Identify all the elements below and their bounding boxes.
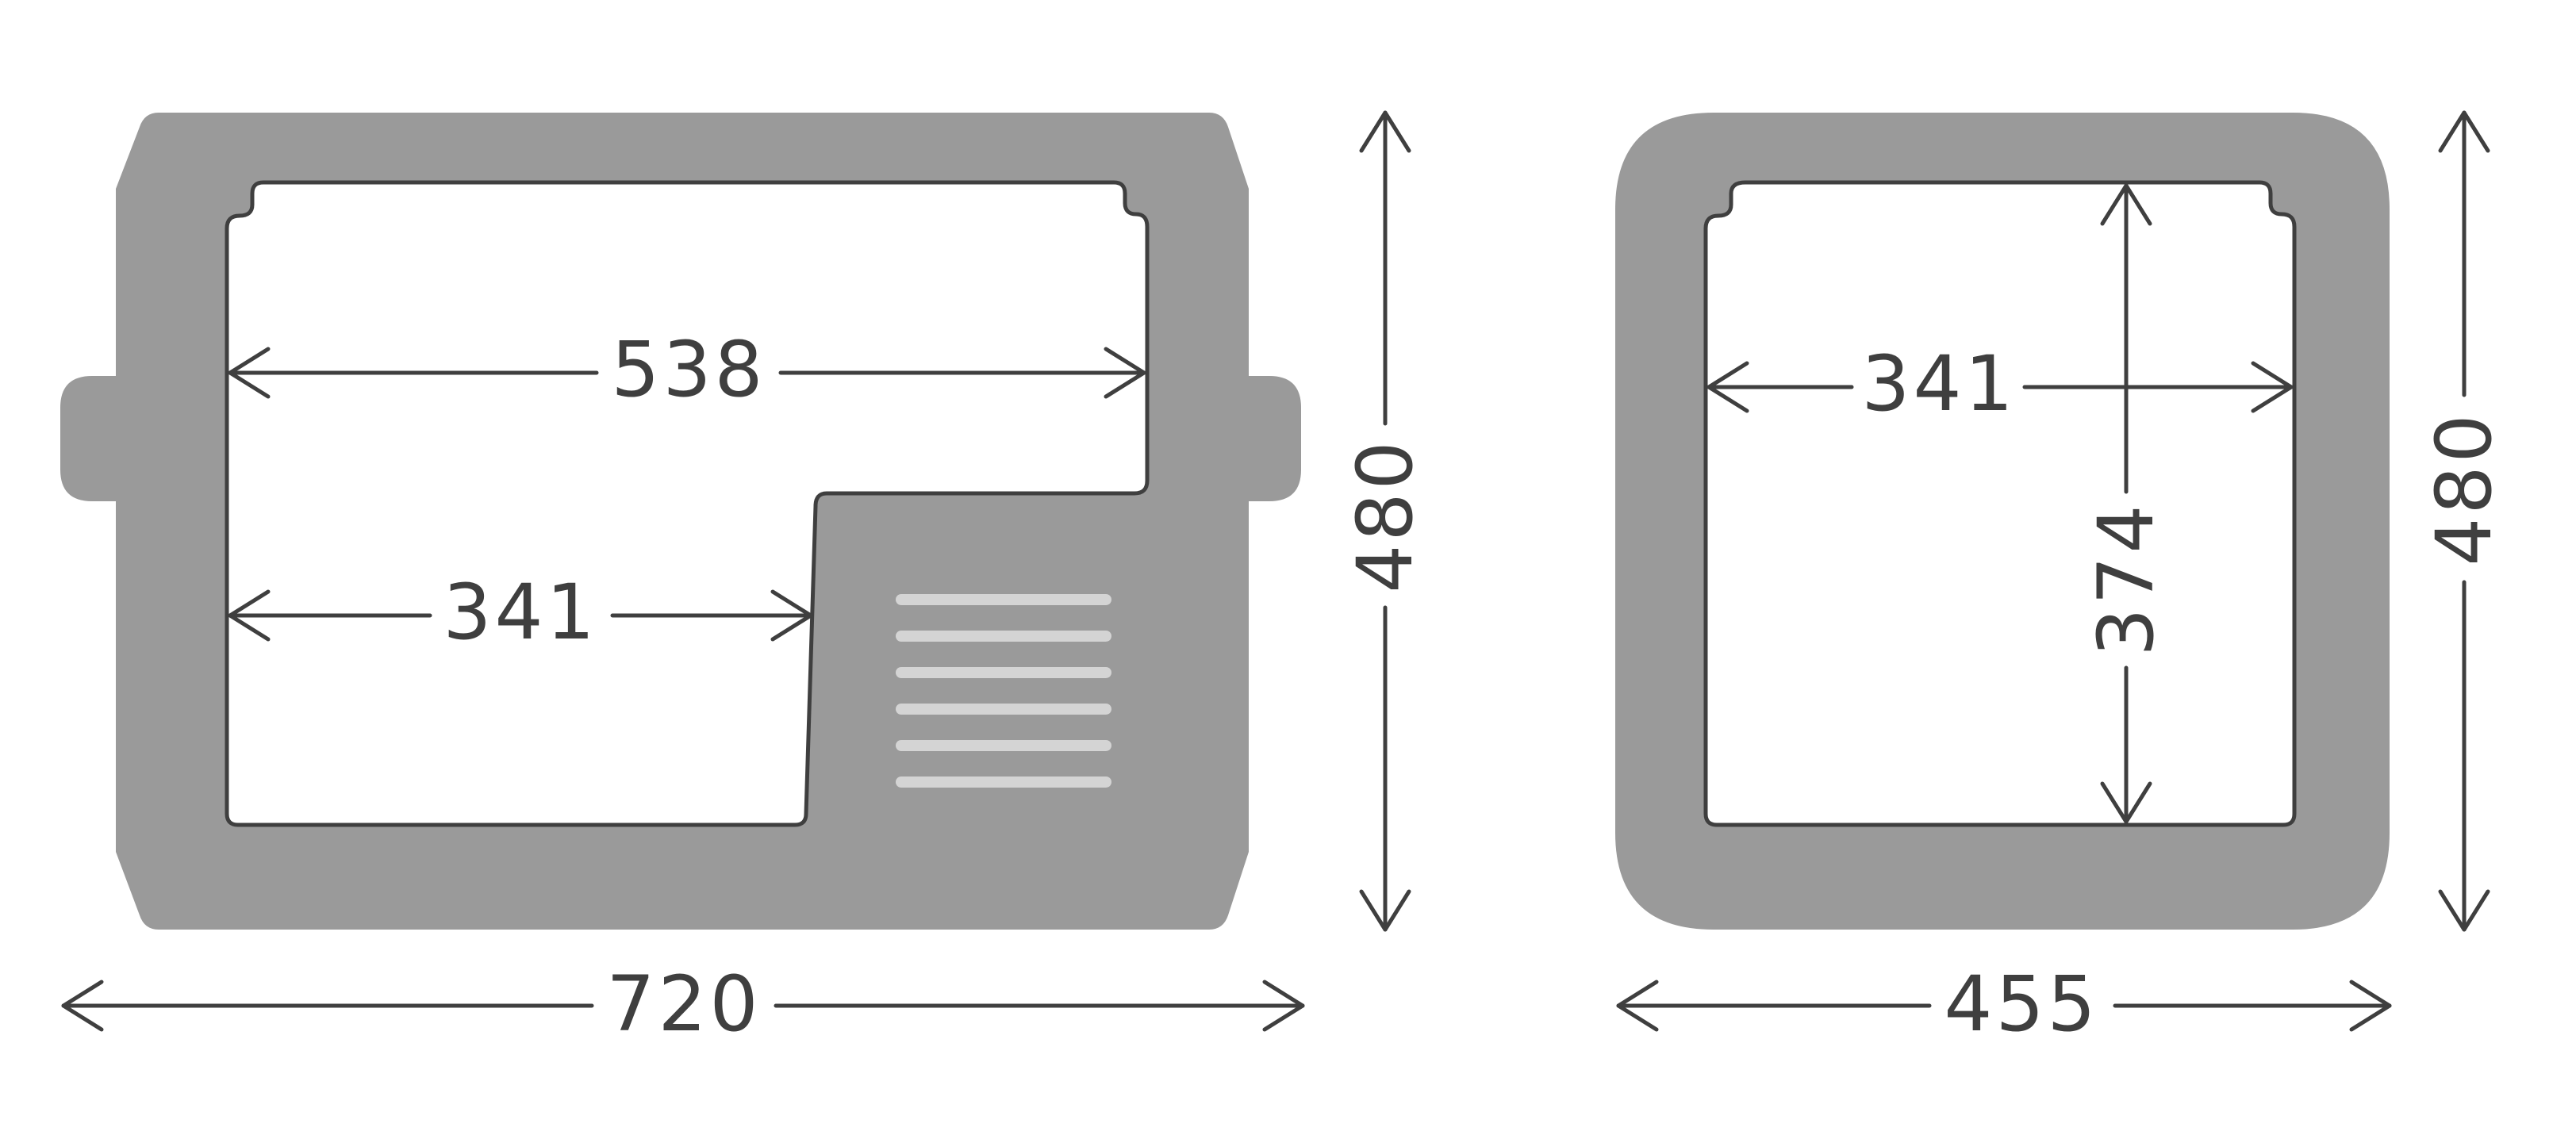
- dimension-right-inner-height: 374: [2082, 183, 2171, 824]
- dimension-right-inner-width: 341: [1706, 339, 2294, 428]
- left-cooler-view: 538 341 720 480: [60, 110, 1430, 1049]
- arrowhead-top: [1359, 110, 1411, 153]
- arrowhead-bottom: [2100, 781, 2152, 824]
- arrowhead-left: [1616, 980, 1659, 1032]
- dimension-left-overall-width: 720: [61, 960, 1305, 1049]
- dimension-label: 538: [611, 325, 766, 414]
- arrowhead-left: [228, 347, 271, 399]
- dimension-label: 341: [443, 568, 597, 657]
- dimension-label: 341: [1861, 339, 2016, 428]
- arrowhead-left: [1706, 361, 1749, 413]
- dimension-label: 720: [606, 960, 761, 1049]
- arrowhead-bottom: [2438, 889, 2490, 932]
- arrowhead-right: [2251, 361, 2294, 413]
- dimension-left-inner-width: 538: [228, 325, 1146, 414]
- arrowhead-top: [2100, 183, 2152, 226]
- dimension-left-overall-height: 480: [1341, 110, 1430, 932]
- arrowhead-bottom: [1359, 889, 1411, 932]
- dimension-label: 455: [1944, 960, 2098, 1049]
- arrowhead-right: [1262, 980, 1305, 1032]
- dimension-left-lower-width: 341: [228, 568, 813, 657]
- dimension-label: 480: [2420, 411, 2509, 566]
- arrowhead-left: [228, 589, 271, 642]
- arrowhead-right: [1104, 347, 1146, 399]
- vent-grille: [896, 594, 1111, 788]
- arrowhead-top: [2438, 110, 2490, 153]
- right-cooler-view: 341 374 455 480: [1615, 110, 2509, 1049]
- dimension-right-overall-width: 455: [1616, 960, 2392, 1049]
- dimension-label: 480: [1341, 438, 1430, 592]
- right-cooler-cavity: [1703, 180, 2297, 827]
- arrowhead-left: [61, 980, 104, 1032]
- dimension-label: 374: [2082, 501, 2171, 656]
- left-cooler-cavity: [225, 180, 1150, 827]
- dimension-right-overall-height: 480: [2420, 110, 2509, 932]
- arrowhead-right: [2349, 980, 2392, 1032]
- arrowhead-right: [770, 589, 813, 642]
